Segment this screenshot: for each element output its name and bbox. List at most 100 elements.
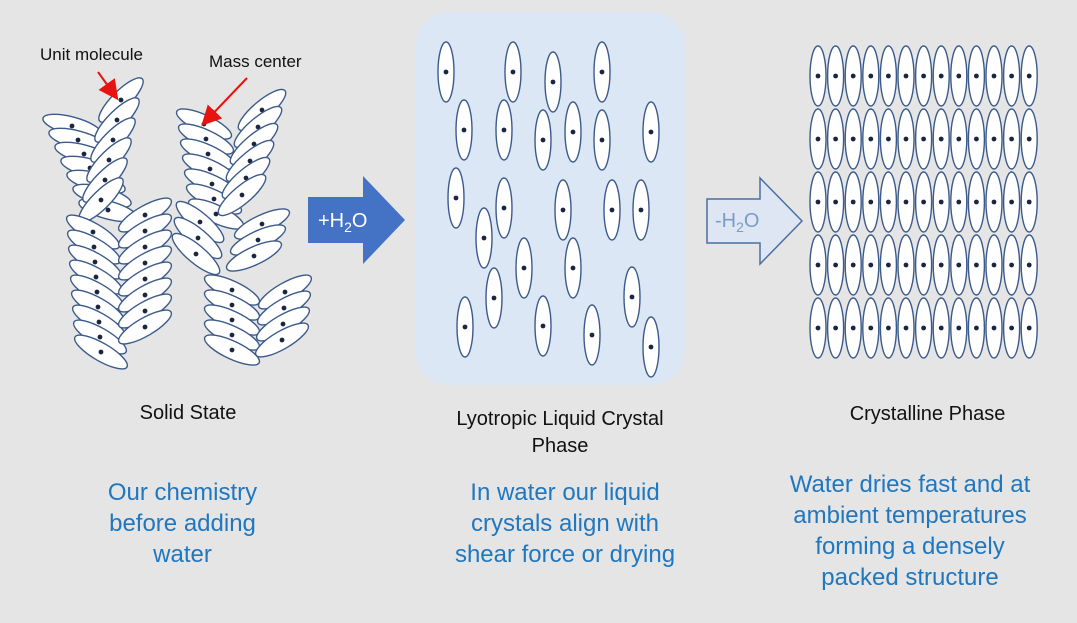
crystalline-molecule [897,297,915,359]
solid-molecule [117,309,173,345]
liquid-crystal-molecule [564,237,582,299]
solid-molecule [73,334,129,370]
crystalline-phase-title: Crystalline Phase [849,403,1006,425]
crystalline-molecule [932,234,950,296]
crystalline-molecule [1002,171,1021,233]
crystalline-molecule [932,108,950,170]
solid-molecule [117,277,173,313]
crystalline-molecule [1002,297,1021,359]
crystalline-molecule [809,45,827,107]
liquid-crystal-molecule [437,41,455,103]
description-line: packed structure [821,564,999,591]
liquid-crystal-molecule [623,266,641,328]
liquid-crystal-molecules [437,41,660,378]
remove-water-arrow [706,176,804,266]
solid-state-description: Our chemistry before adding water [70,477,295,570]
crystalline-molecule [932,45,950,107]
crystalline-molecule [1020,45,1038,107]
description-line: Our chemistry [107,479,258,506]
liquid-crystal-molecule [455,99,473,161]
description-line: In water our liquid [470,479,660,506]
crystalline-molecule [932,297,950,359]
crystalline-molecule [985,171,1003,233]
crystalline-molecule [809,171,827,233]
liquid-crystal-molecule [485,267,503,329]
crystalline-molecule [1020,108,1038,170]
crystalline-molecule [950,234,968,296]
liquid-crystal-molecule [504,41,522,103]
liquid-crystal-molecule [475,207,493,269]
crystalline-molecule [950,108,968,170]
remove-water-label: -H2O [715,210,759,235]
liquid-crystal-molecule [593,41,611,103]
liquid-crystal-description: In water our liquid crystals align with … [425,477,705,570]
description-line: crystals align with [470,510,660,537]
liquid-crystal-molecule [495,99,513,161]
add-water-arrow [308,176,405,264]
crystalline-molecule [844,108,862,170]
crystalline-molecule [826,297,845,359]
crystalline-molecule [897,171,915,233]
crystalline-molecule [985,108,1003,170]
crystalline-molecule [826,45,845,107]
crystalline-molecule [826,234,845,296]
crystalline-molecule [1020,234,1038,296]
crystalline-molecule [897,234,915,296]
crystalline-molecule [932,171,950,233]
crystalline-molecule [879,108,898,170]
crystalline-molecule [826,108,845,170]
liquid-crystal-molecule [632,179,650,241]
crystalline-molecule [862,297,880,359]
crystalline-molecule [967,297,986,359]
crystalline-molecule [879,297,898,359]
solid-molecule [203,334,261,366]
liquid-crystal-molecule [534,295,552,357]
crystalline-molecule [967,45,986,107]
description-line: ambient temperatures [793,502,1027,529]
mass-center-callout-arrow [201,77,248,126]
crystalline-molecule [914,171,933,233]
crystalline-molecule [844,171,862,233]
crystalline-molecule [950,297,968,359]
liquid-crystal-molecule [642,101,660,163]
crystalline-molecule [1002,108,1021,170]
crystalline-molecule [985,234,1003,296]
solid-molecule [225,240,283,272]
crystalline-molecule [862,108,880,170]
unit-molecule-callout-arrow [97,71,119,101]
description-line: forming a densely [815,533,1005,560]
liquid-crystal-title-line: Phase [531,435,589,457]
liquid-crystal-molecule [447,167,465,229]
crystalline-molecule [809,234,827,296]
crystalline-molecule [826,171,845,233]
crystalline-molecule [985,297,1003,359]
crystalline-molecule [967,171,986,233]
liquid-crystal-molecule [495,177,513,239]
crystalline-molecule [914,108,933,170]
crystalline-molecule [844,234,862,296]
crystalline-molecule [879,234,898,296]
crystalline-molecule [879,171,898,233]
crystalline-molecule [879,45,898,107]
crystalline-molecule [967,108,986,170]
solid-state-molecules [42,77,313,370]
liquid-crystal-molecule [593,109,611,171]
crystalline-molecule [1002,234,1021,296]
liquid-crystal-molecule [515,237,533,299]
crystalline-molecule [985,45,1003,107]
liquid-crystal-molecule [534,109,552,171]
description-line: water [153,541,212,568]
liquid-crystal-title-line: Lyotropic Liquid Crystal [456,408,664,430]
crystalline-molecule [862,45,880,107]
crystalline-molecule [950,171,968,233]
crystalline-molecule [844,297,862,359]
solid-molecule [254,322,310,358]
liquid-crystal-molecule [456,296,474,358]
liquid-crystal-title: Lyotropic Liquid Crystal Phase [420,406,700,460]
liquid-crystal-molecule [583,304,601,366]
liquid-crystal-molecule [554,179,572,241]
liquid-crystal-panel-background [415,12,685,385]
crystalline-molecule [1020,171,1038,233]
description-line: before adding [109,510,256,537]
